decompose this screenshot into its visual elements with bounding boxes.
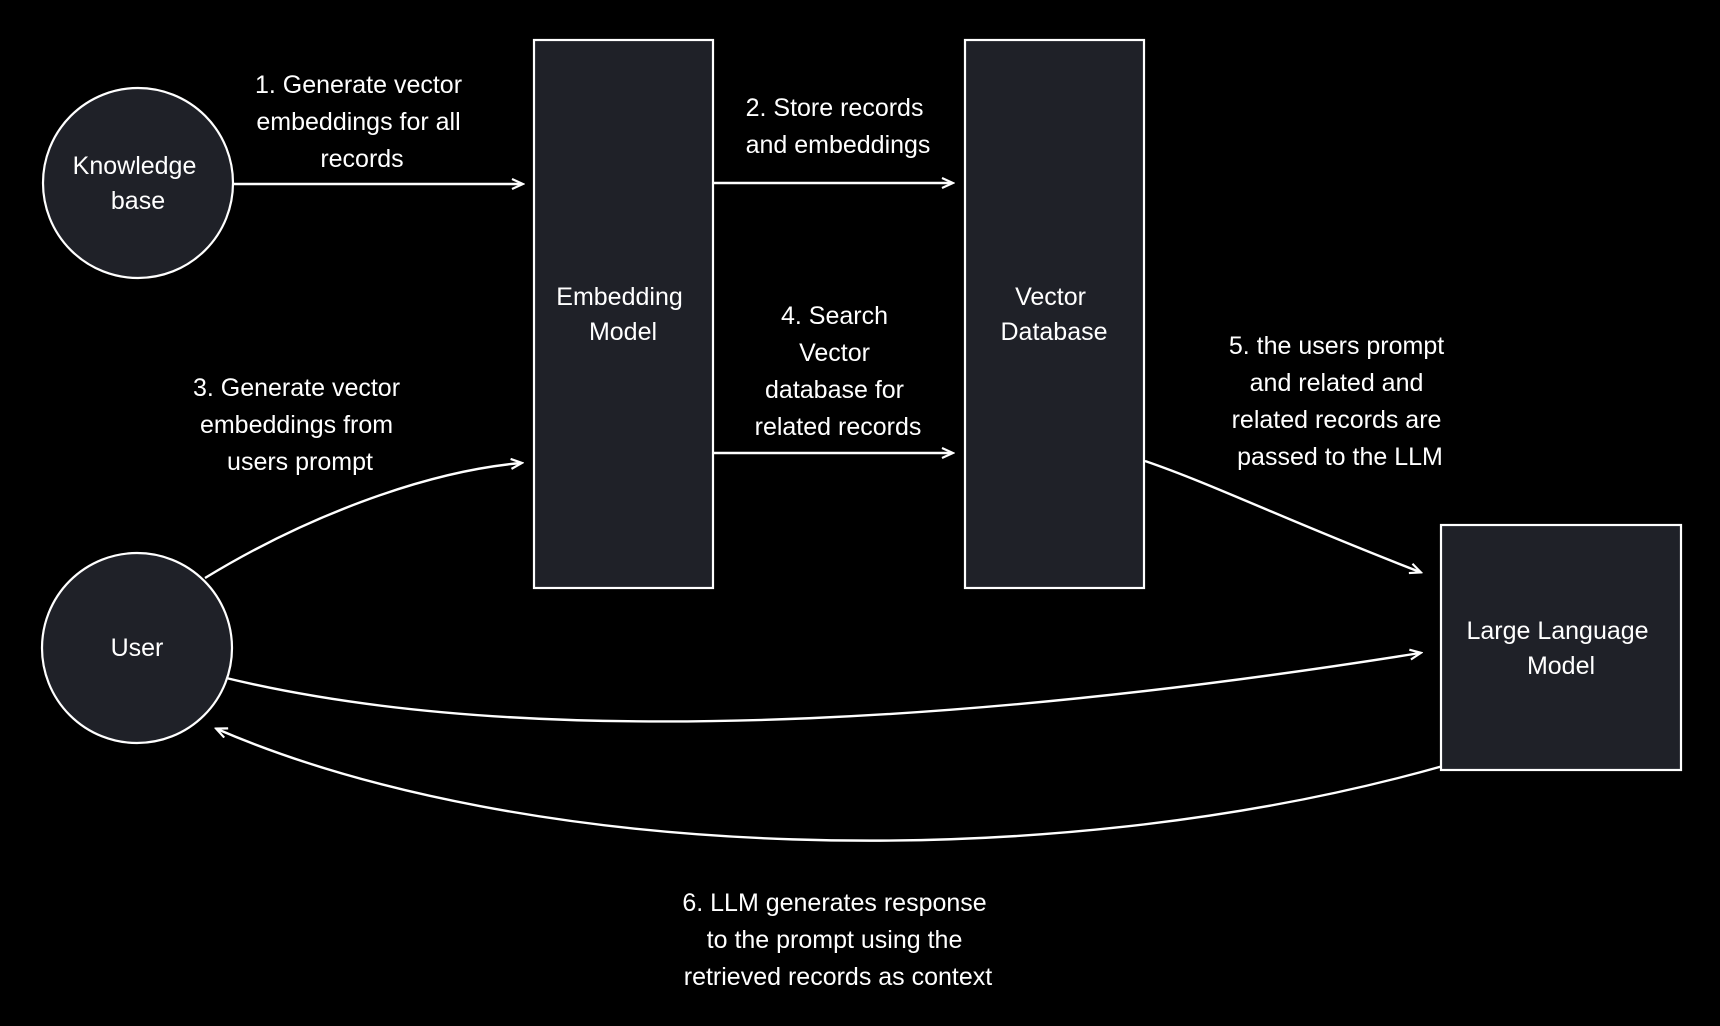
node-knowledge-base-label: Knowledge base: [73, 152, 204, 215]
node-user-label: User: [111, 634, 164, 662]
edge-6-label: 6. LLM generates response to the prompt …: [682, 889, 993, 991]
edge-2-label: 2. Store records and embeddings: [746, 94, 931, 159]
node-vector-database[interactable]: [963, 38, 1146, 590]
node-user[interactable]: [40, 551, 234, 745]
edge-4-label: 4. Search Vector database for related re…: [755, 302, 922, 441]
edge-5-label: 5. the users prompt and related and rela…: [1229, 332, 1451, 471]
node-embedding-model-label: Embedding Model: [556, 283, 689, 346]
edge-user-to-llm-arrow: [221, 653, 1420, 723]
node-knowledge-base[interactable]: [41, 86, 235, 280]
node-large-language-model-label: Large Language Model: [1466, 617, 1655, 680]
edge-1-label: 1. Generate vector embeddings for all re…: [255, 71, 469, 173]
node-vector-database-label: Vector Database: [1000, 283, 1107, 346]
node-embedding-model[interactable]: [532, 38, 715, 590]
edge-6-arrow: [217, 729, 1444, 842]
edge-3-label: 3. Generate vector embeddings from users…: [193, 374, 407, 476]
edge-3-arrow: [204, 463, 521, 580]
node-large-language-model[interactable]: [1439, 523, 1683, 772]
edge-5-arrow: [1144, 459, 1420, 572]
